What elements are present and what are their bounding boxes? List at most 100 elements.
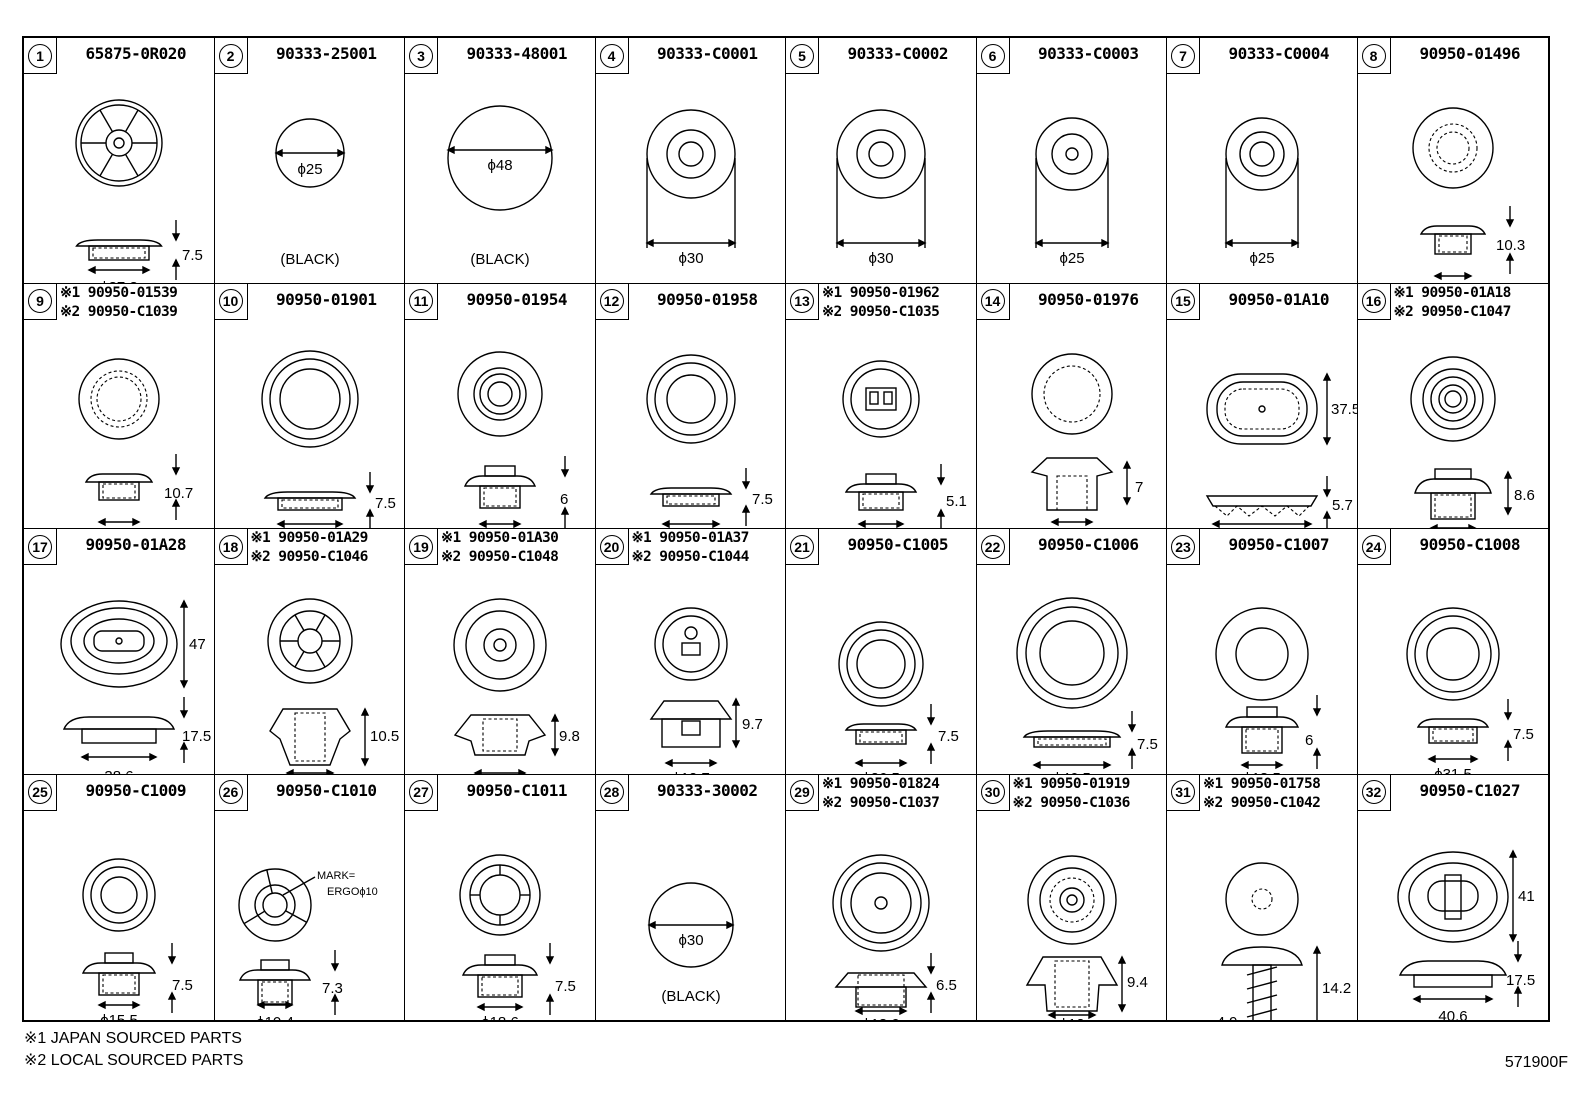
dim-arrow (1505, 252, 1514, 261)
clip-window (865, 386, 897, 411)
ring (90, 369, 148, 428)
spoke (99, 153, 114, 177)
dimension-label: 5.7 (1332, 497, 1353, 514)
ring (100, 875, 138, 914)
dim-arrow (473, 768, 482, 774)
part-code: 90333-C0003 (1038, 44, 1139, 63)
barb (1246, 965, 1278, 976)
dim-arrow (1312, 747, 1322, 756)
cone-body (1025, 955, 1118, 1012)
part-number-badge: 18 (214, 529, 248, 565)
spoke (243, 910, 265, 924)
dim-arrow (1503, 469, 1512, 479)
dimension-label: 7.5 (1513, 726, 1534, 743)
dimension-label: (BLACK) (470, 251, 529, 268)
dim-arrow (446, 145, 455, 155)
dim-arrow (1031, 760, 1041, 770)
part-number-badge: 29 (786, 774, 819, 811)
dim-arrow (142, 265, 151, 275)
part-number-badge: 14 (976, 283, 1010, 320)
dim-arrow (1275, 760, 1284, 770)
dim-arrow (273, 148, 283, 158)
dim-arrow (835, 238, 844, 248)
dim-arrow (1100, 238, 1110, 248)
dimension-label: ϕ48 (487, 157, 512, 174)
ring (1239, 131, 1285, 177)
dim-arrow (1312, 944, 1322, 954)
legend-local: ※2 LOCAL SOURCED PARTS (24, 1052, 244, 1069)
ring (1030, 352, 1113, 435)
dim-arrow (179, 710, 189, 719)
part-drawing: 14.24.9 (1217, 861, 1351, 1021)
dim-arrow (660, 519, 670, 528)
body (98, 971, 140, 996)
dim-arrow (926, 742, 936, 751)
ring (661, 615, 720, 673)
body-hidden (92, 247, 146, 259)
ring (1427, 123, 1478, 173)
part-code: 90950-01976 (1038, 289, 1139, 309)
ring (465, 610, 535, 680)
dimension-label: ϕ10.4 (256, 1014, 294, 1021)
oval-inner (1224, 387, 1300, 430)
part-code-japan: ※1 90950-01539 (60, 284, 178, 301)
dim-arrow (899, 1006, 908, 1015)
dim-arrow (727, 238, 737, 248)
dim-arrow (518, 768, 527, 774)
ring (1235, 627, 1289, 681)
part-number-badge: 23 (1167, 529, 1200, 565)
dim-arrow (560, 468, 570, 478)
ring (1435, 131, 1470, 165)
ring (1048, 876, 1095, 923)
dim-arrow (360, 758, 369, 767)
shank (1252, 963, 1272, 1020)
clip-slot (680, 720, 701, 736)
dim-arrow (179, 741, 189, 750)
ribs (1214, 504, 1310, 517)
bore (1053, 959, 1090, 1008)
ring (1413, 615, 1492, 693)
body (661, 492, 720, 507)
body (1412, 973, 1493, 988)
ring (1065, 893, 1078, 906)
dimension-label: 10.5 (370, 728, 399, 745)
oval-inner (83, 618, 155, 664)
center-hole (1258, 404, 1266, 413)
ring (856, 129, 906, 179)
oval-outer (60, 600, 178, 688)
ring (1064, 147, 1079, 161)
dim-arrow (854, 758, 863, 768)
part-code-japan: ※1 90950-01962 (822, 284, 940, 301)
body (1032, 736, 1111, 748)
bore (482, 718, 518, 752)
ring (268, 357, 351, 440)
flange (81, 961, 157, 974)
part-number-badge: 4 (595, 38, 629, 74)
dimension-label: ϕ25 (1249, 250, 1274, 267)
part-drawing: ϕ25 (1224, 117, 1300, 267)
ring (1225, 117, 1299, 191)
part-code: 90333-C0001 (657, 44, 758, 63)
part-drawing: 37.55.756.9 (1205, 371, 1357, 529)
dim-arrow (360, 707, 369, 716)
dimension-label: 5.1 (946, 493, 967, 510)
part-code: 90950-01958 (657, 289, 758, 309)
dimension-label: 4.9 (1217, 1014, 1238, 1021)
ring (75, 99, 163, 187)
ring (253, 883, 296, 926)
body-hidden (280, 498, 339, 509)
dim-arrow (1508, 848, 1517, 858)
